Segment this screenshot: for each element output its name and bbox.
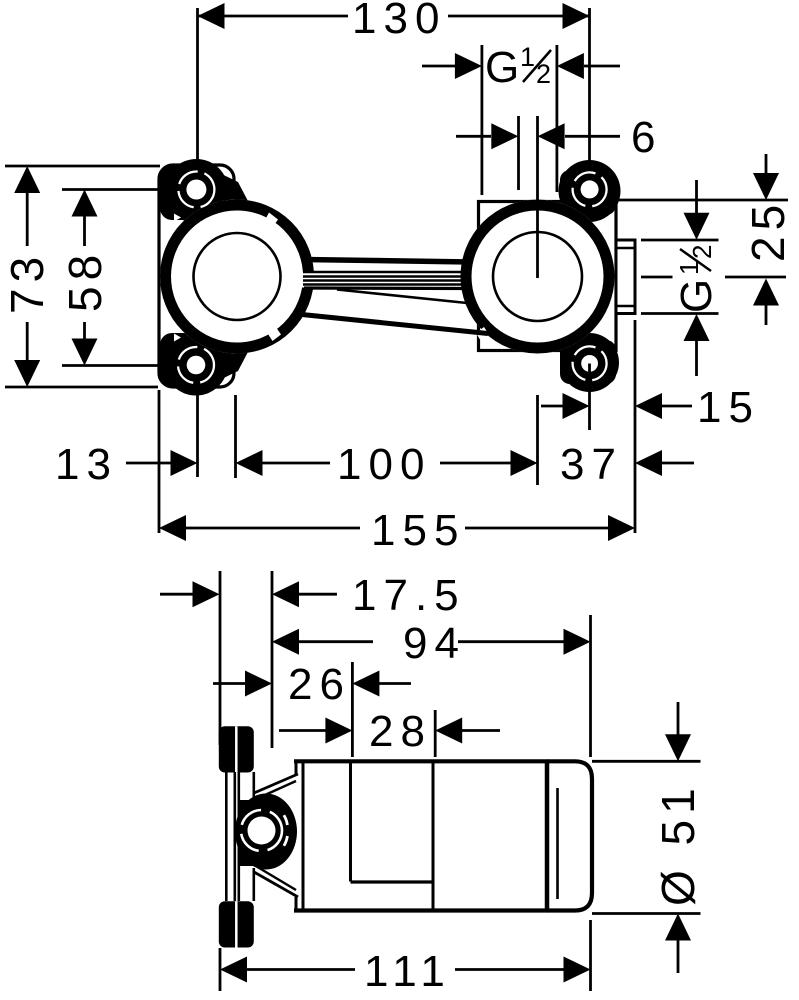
svg-text:1: 1 <box>520 42 535 72</box>
svg-text:94: 94 <box>403 619 466 668</box>
svg-text:6: 6 <box>631 113 662 162</box>
svg-text:25: 25 <box>742 199 794 262</box>
svg-text:100: 100 <box>337 440 431 489</box>
svg-text:37: 37 <box>560 440 623 489</box>
svg-text:G: G <box>672 279 721 313</box>
svg-text:17.5: 17.5 <box>352 571 466 620</box>
svg-text:111: 111 <box>364 947 452 996</box>
svg-text:58: 58 <box>59 249 111 312</box>
svg-text:13: 13 <box>55 440 118 489</box>
svg-text:15: 15 <box>697 383 760 432</box>
svg-text:26: 26 <box>288 660 351 709</box>
svg-text:Ø 51: Ø 51 <box>652 782 704 906</box>
svg-text:2: 2 <box>536 59 551 89</box>
svg-text:73: 73 <box>1 251 53 314</box>
svg-text:28: 28 <box>369 707 432 756</box>
svg-text:155: 155 <box>371 506 465 555</box>
svg-text:2: 2 <box>687 245 717 259</box>
svg-text:130: 130 <box>352 0 446 43</box>
svg-text:G: G <box>485 43 519 92</box>
svg-text:1: 1 <box>674 261 704 275</box>
